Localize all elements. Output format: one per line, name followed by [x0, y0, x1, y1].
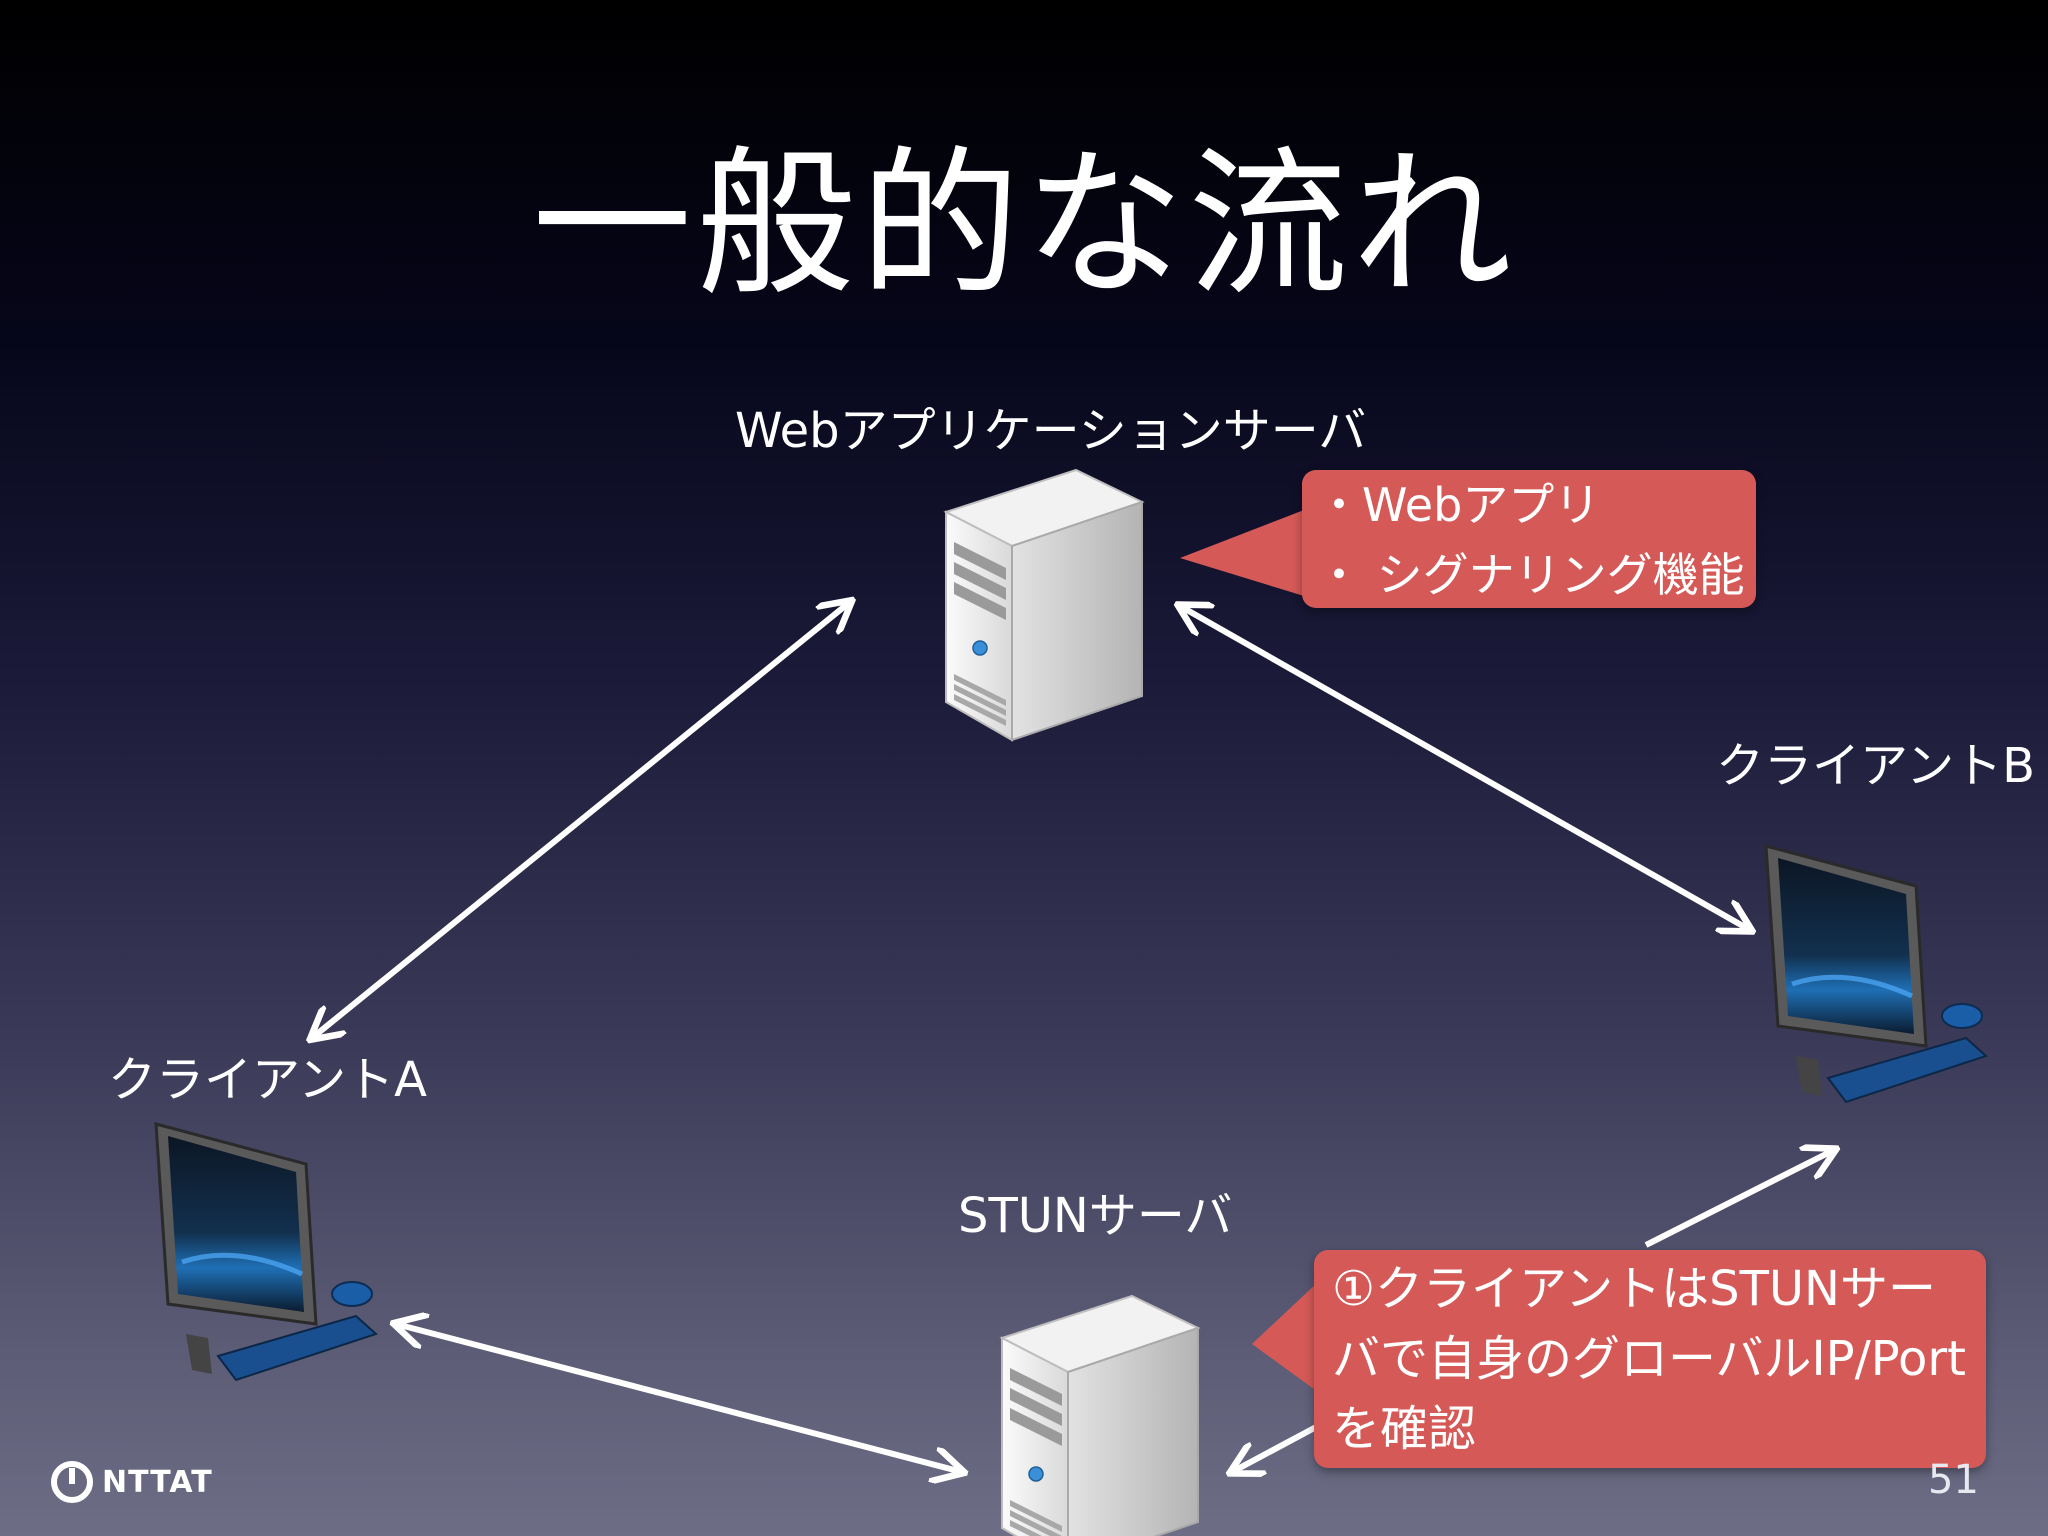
arrow-web-to-client-b	[1180, 606, 1750, 930]
client-a-computer-icon	[156, 1124, 376, 1380]
web-server-label: Webアプリケーションサーバ	[735, 403, 1367, 459]
client-a-label: クライアントA	[108, 1052, 427, 1108]
page-number: 51	[1928, 1457, 1979, 1503]
slide-title: 一般的な流れ	[531, 131, 1516, 318]
arrow-web-to-client-a	[312, 602, 850, 1038]
ntt-at-logo: NTTAT	[50, 1460, 213, 1504]
stun-server-icon	[1001, 1295, 1199, 1536]
arrow-to-client-b-partial	[1644, 1150, 1834, 1248]
stun-server-label: STUNサーバ	[958, 1188, 1233, 1244]
arrow-stun-to-client-a	[396, 1324, 962, 1472]
callout-web-pointer	[1180, 510, 1304, 596]
arrow-callout-to-stun	[1232, 1423, 1320, 1472]
callout-web-line-2: ・ シグナリング機能	[1316, 548, 1745, 602]
ntt-logo-icon	[51, 1461, 93, 1503]
callout-stun-text: ①クライアントはSTUNサーバで自身のグローバルIP/Portを確認	[1332, 1261, 1966, 1457]
logo-text: NTTAT	[102, 1464, 213, 1500]
callout-web-line-1: ・Webアプリ	[1316, 478, 1601, 532]
callout-stun-step: ①クライアントはSTUNサーバで自身のグローバルIP/Portを確認	[1314, 1250, 1986, 1468]
client-b-label: クライアントB	[1716, 738, 2036, 794]
callout-stun-pointer	[1252, 1282, 1318, 1392]
client-b-computer-icon	[1766, 846, 1986, 1102]
web-server-icon	[945, 469, 1143, 741]
callout-web-features: ・Webアプリ ・ シグナリング機能	[1302, 470, 1756, 608]
